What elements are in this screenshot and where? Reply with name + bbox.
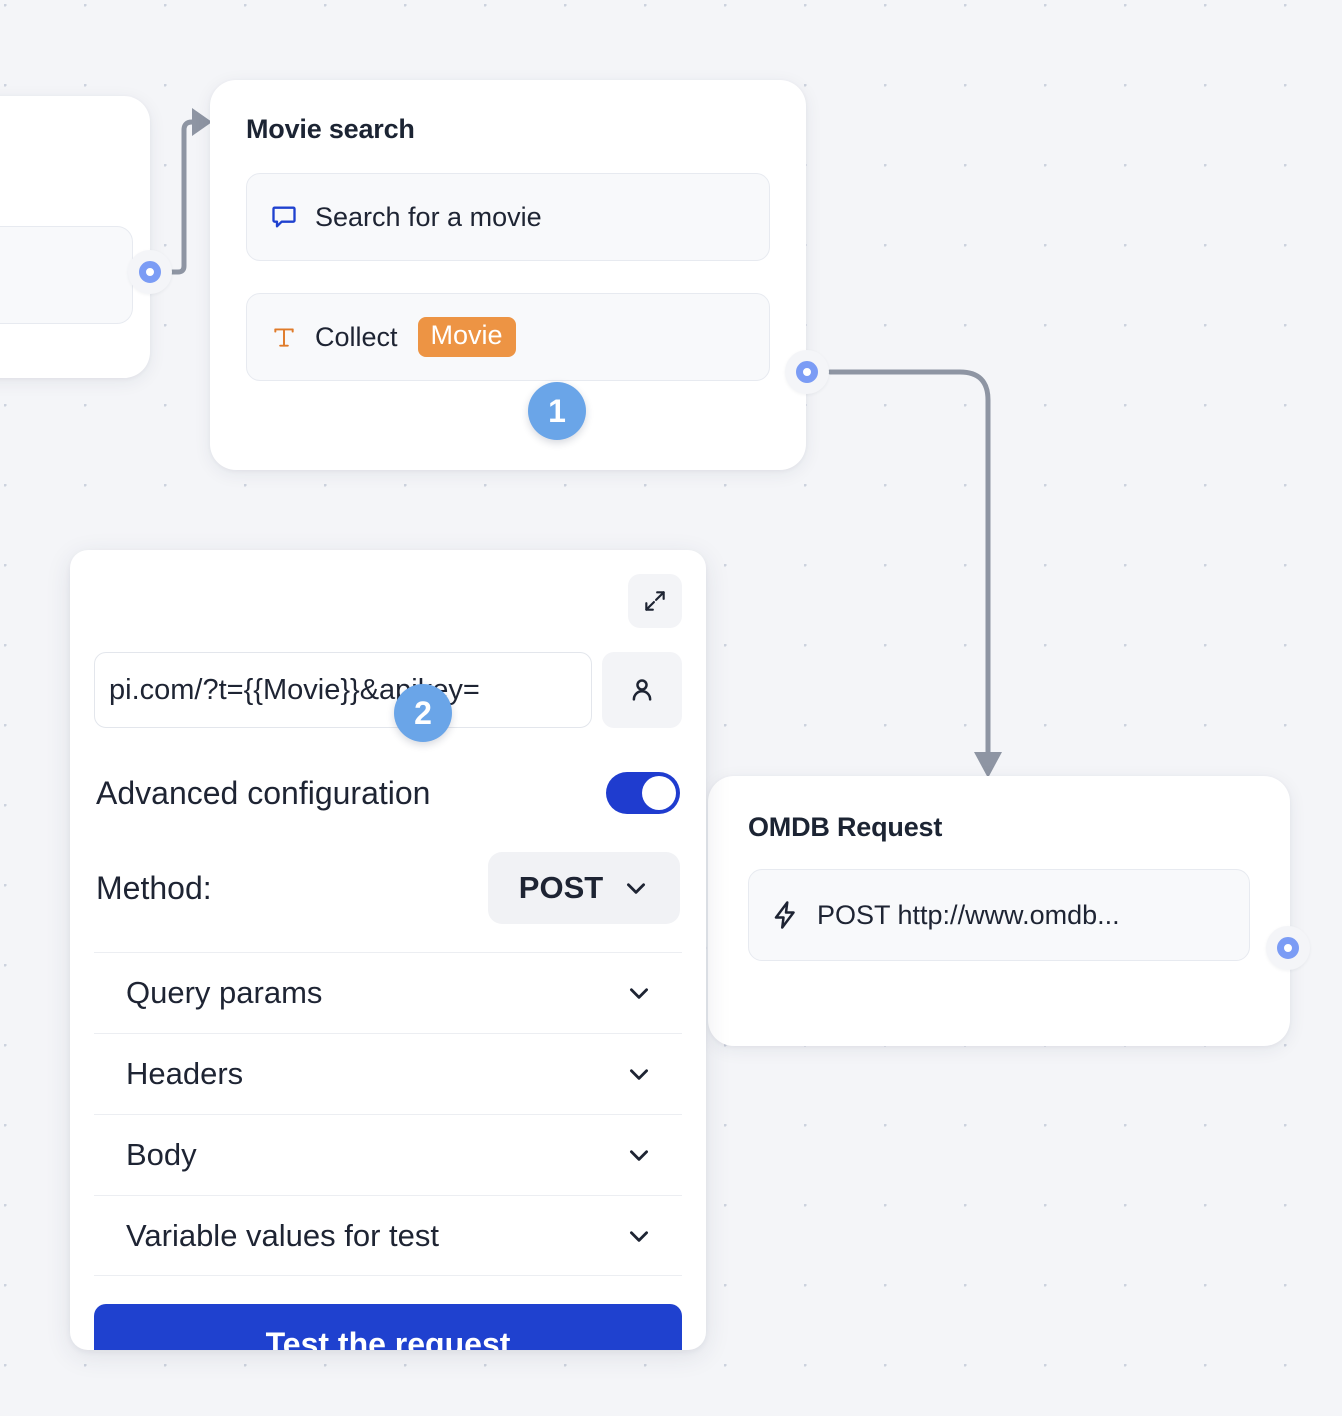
person-icon-button[interactable]: [602, 652, 682, 728]
accordion-item-variable-values-for-test[interactable]: Variable values for test: [94, 1195, 682, 1276]
method-select[interactable]: POST: [488, 852, 680, 924]
connector-dot-movie-search-output[interactable]: [785, 350, 829, 394]
node-row-collect-label: Collect: [315, 321, 398, 352]
node-row-search-label: Search for a movie: [315, 201, 542, 232]
message-bubble-icon: [269, 202, 299, 232]
text-t-icon: [269, 322, 299, 352]
step-badge-1: 1: [528, 382, 586, 440]
node-movie-search[interactable]: Movie search Search for a movie Collect …: [210, 80, 806, 470]
accordion-label-variable-values-for-test: Variable values for test: [126, 1217, 440, 1253]
connector-dot-partial-output[interactable]: [128, 250, 172, 294]
expand-diagonal-icon-button[interactable]: [628, 574, 682, 628]
step-badge-2: 2: [394, 684, 452, 742]
chevron-down-icon: [630, 1150, 648, 1161]
lightning-bolt-icon: [771, 900, 801, 930]
chevron-down-icon: [627, 883, 646, 894]
node-omdb-request[interactable]: OMDB Request POST http://www.omdb...: [687, 776, 1290, 1046]
partial-node-row: [0, 226, 133, 324]
advanced-configuration-label: Advanced configuration: [96, 774, 431, 811]
accordion-item-body[interactable]: Body: [94, 1114, 682, 1195]
request-sections-accordion: Query params Headers Body Variable value…: [94, 952, 682, 1276]
node-omdb-request-title: OMDB Request: [748, 812, 943, 842]
chevron-down-icon: [630, 1230, 648, 1242]
method-select-value: POST: [518, 870, 604, 905]
chevron-down-icon: [630, 1069, 648, 1080]
node-row-post-label: POST http://www.omdb...: [817, 899, 1120, 930]
partial-node-card[interactable]: [0, 96, 150, 378]
chevron-down-icon: [630, 988, 648, 999]
panel-toolbar: [94, 574, 682, 628]
advanced-configuration-toggle[interactable]: [606, 772, 680, 814]
connector-dot-omdb-output[interactable]: [1266, 926, 1310, 970]
method-row: Method: POST: [94, 852, 682, 924]
request-config-panel[interactable]: Advanced configuration Method: POST Quer…: [70, 550, 706, 1350]
node-movie-search-title: Movie search: [246, 114, 415, 144]
accordion-label-query-params: Query params: [126, 975, 323, 1010]
method-label: Method:: [96, 869, 212, 906]
node-row-collect-movie[interactable]: Collect Movie: [246, 293, 770, 381]
accordion-item-query-params[interactable]: Query params: [94, 952, 682, 1033]
test-the-request-button[interactable]: Test the request: [94, 1304, 682, 1350]
variable-chip-movie[interactable]: Movie: [417, 317, 516, 357]
accordion-label-headers: Headers: [126, 1056, 244, 1091]
request-url-input[interactable]: [94, 652, 592, 728]
advanced-configuration-row: Advanced configuration: [94, 772, 682, 814]
url-row: [94, 652, 682, 728]
accordion-item-headers[interactable]: Headers: [94, 1033, 682, 1114]
accordion-label-body: Body: [126, 1137, 197, 1172]
node-row-post-request[interactable]: POST http://www.omdb...: [748, 869, 1250, 961]
node-row-search-for-a-movie[interactable]: Search for a movie: [246, 173, 770, 261]
